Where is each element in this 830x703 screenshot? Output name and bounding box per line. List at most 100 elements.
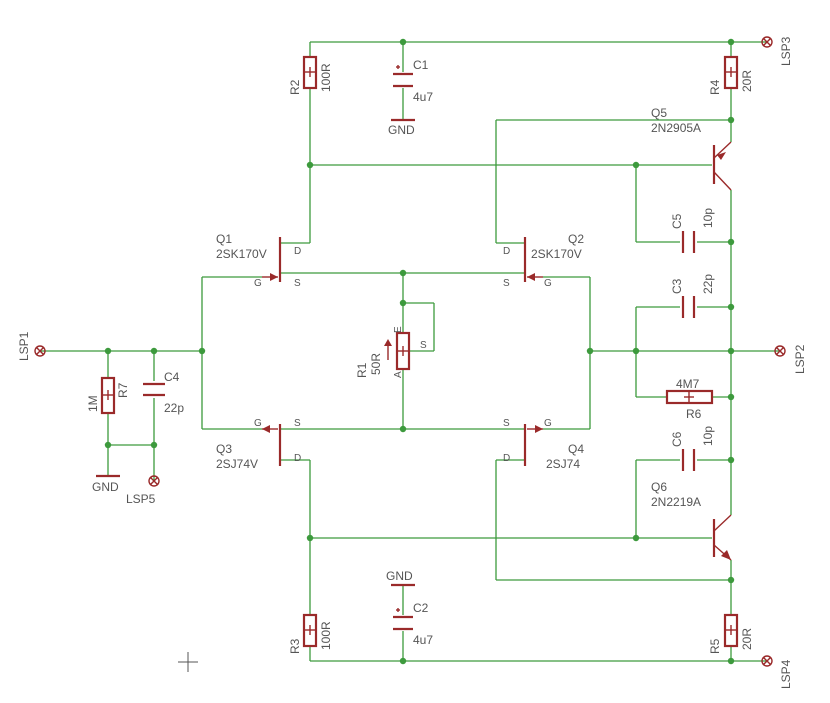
resistor-r6[interactable]: 4M7 R6 <box>665 377 714 421</box>
r5-label: R5 <box>708 638 722 654</box>
r7-value: 1M <box>86 395 100 412</box>
r4-value: 20R <box>740 70 754 92</box>
connector-lsp5[interactable]: LSP5 <box>126 475 160 506</box>
jfet-icon <box>523 424 543 466</box>
jfet-q2[interactable]: Q2 2SK170V D G S <box>503 232 584 289</box>
q2-pin-d: D <box>503 246 510 257</box>
resistor-icon <box>723 613 739 648</box>
r2-value: 100R <box>319 63 333 92</box>
c4-label: C4 <box>164 370 180 384</box>
connector-lsp3[interactable]: LSP3 <box>761 36 793 66</box>
r6-label: R6 <box>686 407 702 421</box>
jfet-icon <box>262 424 282 466</box>
resistor-icon <box>302 613 318 648</box>
capacitor-c3[interactable]: C3 22p <box>670 274 715 318</box>
q5-value: 2N2905A <box>651 121 701 135</box>
r1-pin-s: S <box>420 340 427 351</box>
q6-label: Q6 <box>651 480 667 494</box>
resistor-icon <box>395 331 411 371</box>
q2-label: Q2 <box>568 232 584 246</box>
connector-icon <box>34 345 46 357</box>
bjt-q5[interactable]: Q5 2N2905A <box>651 106 732 191</box>
lsp3-label: LSP3 <box>779 36 793 66</box>
resistor-icon <box>723 55 739 90</box>
r5-value: 20R <box>740 628 754 650</box>
capacitor-c4[interactable]: C4 22p <box>143 370 184 415</box>
c1-value: 4u7 <box>413 90 433 104</box>
potentiometer-r1[interactable]: R1 50R A E S <box>355 326 427 378</box>
crosshair-icon <box>178 652 198 672</box>
c3-label: C3 <box>670 278 684 294</box>
c1-label: C1 <box>413 58 429 72</box>
r1-value: 50R <box>369 353 383 375</box>
q1-pin-s: S <box>294 278 301 289</box>
q2-value: 2SK170V <box>531 247 582 261</box>
capacitor-icon <box>143 382 165 397</box>
q5-label: Q5 <box>651 106 667 120</box>
c5-value: 10p <box>701 208 715 228</box>
jfet-q4[interactable]: Q4 2SJ74 D G S <box>503 418 584 471</box>
ground-gnd2: GND <box>386 569 415 587</box>
connector-lsp2[interactable]: LSP2 <box>774 344 807 374</box>
connector-icon <box>761 655 773 667</box>
capacitor-icon <box>393 608 413 631</box>
capacitor-icon <box>681 449 696 471</box>
c2-value: 4u7 <box>413 633 433 647</box>
q3-label: Q3 <box>216 442 232 456</box>
q3-value: 2SJ74V <box>216 457 258 471</box>
gnd1-label: GND <box>388 123 415 137</box>
jfet-q1[interactable]: Q1 2SK170V D G S <box>216 232 301 289</box>
connector-lsp1[interactable]: LSP1 <box>17 331 46 361</box>
bjt-icon <box>712 141 732 191</box>
resistor-r7[interactable]: 1M R7 <box>86 376 130 415</box>
gnd3-label: GND <box>92 480 119 494</box>
connector-icon <box>761 36 773 48</box>
q3-pin-d: D <box>294 453 301 464</box>
capacitor-c2[interactable]: C2 4u7 <box>393 601 433 647</box>
resistor-icon <box>302 55 318 90</box>
lsp4-label: LSP4 <box>779 659 793 689</box>
q4-label: Q4 <box>568 442 584 456</box>
resistor-icon <box>665 389 714 405</box>
resistor-r4[interactable]: R4 20R <box>708 55 754 95</box>
c3-value: 22p <box>701 274 715 294</box>
c5-label: C5 <box>670 213 684 229</box>
resistor-r2[interactable]: R2 100R <box>288 55 333 95</box>
c6-label: C6 <box>670 431 684 447</box>
r4-label: R4 <box>708 79 722 95</box>
capacitor-icon <box>681 296 696 318</box>
lsp5-label: LSP5 <box>126 492 156 506</box>
junctions <box>104 38 735 665</box>
q1-pin-d: D <box>294 246 301 257</box>
r3-label: R3 <box>288 638 302 654</box>
capacitor-icon <box>393 65 413 88</box>
bjt-q6[interactable]: Q6 2N2219A <box>651 480 732 561</box>
c6-value: 10p <box>701 426 715 446</box>
resistor-r5[interactable]: R5 20R <box>708 613 754 654</box>
jfet-q3[interactable]: Q3 2SJ74V D G S <box>216 418 301 471</box>
capacitor-c1[interactable]: C1 4u7 <box>393 58 433 104</box>
q4-pin-g: G <box>544 418 552 429</box>
ground-gnd3: GND <box>92 474 120 494</box>
capacitor-c5[interactable]: C5 10p <box>670 208 715 253</box>
capacitor-icon <box>681 231 696 253</box>
q3-pin-g: G <box>254 418 262 429</box>
jfet-icon <box>262 237 282 282</box>
q4-pin-d: D <box>503 453 510 464</box>
resistor-icon <box>100 376 116 415</box>
connector-lsp4[interactable]: LSP4 <box>761 655 793 689</box>
q3-pin-s: S <box>294 418 301 429</box>
r1-label: R1 <box>355 362 369 378</box>
resistor-r3[interactable]: R3 100R <box>288 613 333 654</box>
r1-pin-a: A <box>393 371 404 378</box>
q2-pin-g: G <box>544 278 552 289</box>
q4-pin-s: S <box>503 418 510 429</box>
ground-gnd1: GND <box>388 118 415 137</box>
capacitor-c6[interactable]: C6 10p <box>670 426 715 471</box>
q4-value: 2SJ74 <box>546 457 580 471</box>
lsp1-label: LSP1 <box>17 331 31 361</box>
q1-value: 2SK170V <box>216 247 267 261</box>
c2-label: C2 <box>413 601 429 615</box>
